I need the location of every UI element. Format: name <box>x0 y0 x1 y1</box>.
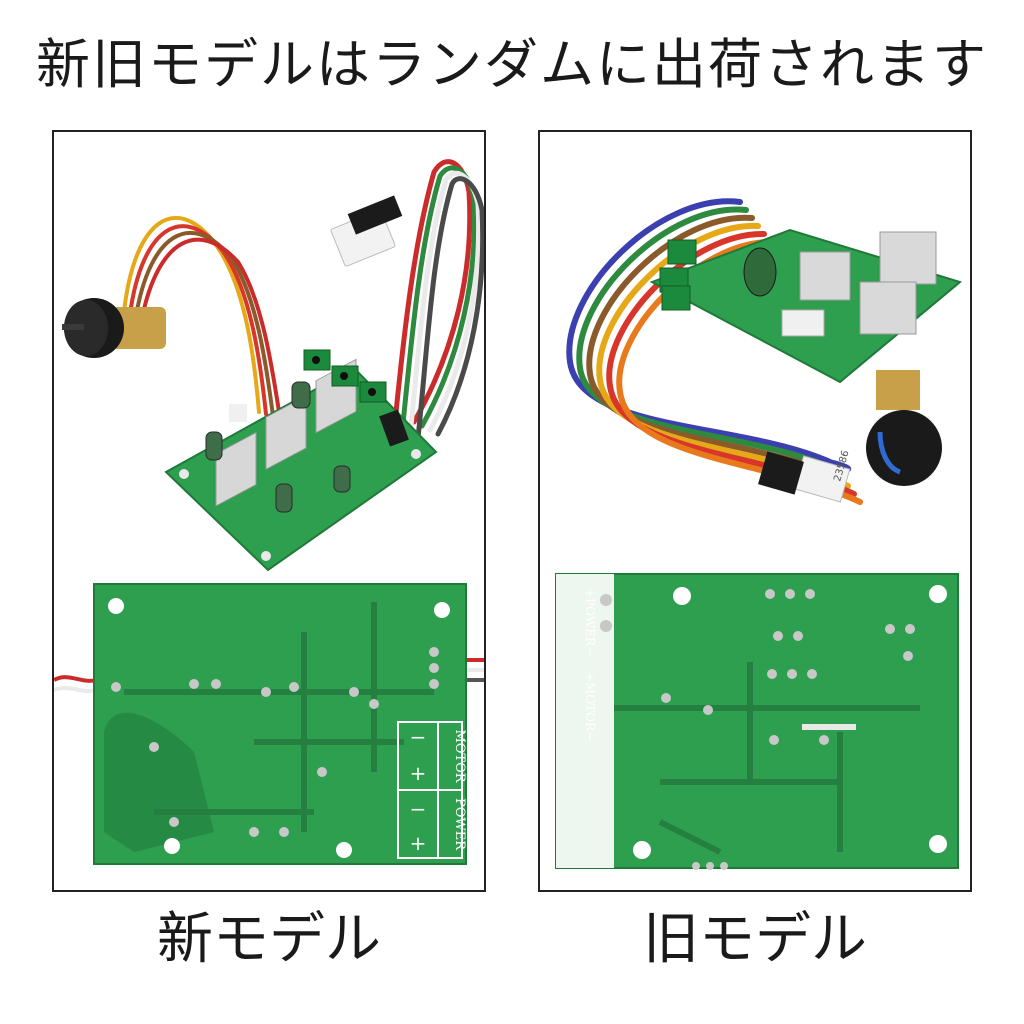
page-title: 新旧モデルはランダムに出荷されます <box>36 33 988 96</box>
silk-motor-label: +MOTOR− <box>583 672 597 741</box>
silk-power-label: +POWER− <box>583 588 597 656</box>
silk-plus-bottom: + <box>410 831 427 855</box>
old-connector: 23586 <box>758 449 852 503</box>
top-connector <box>330 195 403 267</box>
silk-minus-top: − <box>410 725 427 749</box>
connector-wire-bundle <box>391 159 484 441</box>
potentiometer-knob <box>62 298 166 358</box>
potentiometer-wires <box>122 215 282 420</box>
old-model-caption: 旧モデル <box>643 907 867 972</box>
silk-plus-top: + <box>410 761 427 785</box>
old-model-photo: 23586 <box>555 198 963 870</box>
old-potentiometer-knob <box>866 370 942 486</box>
old-model-pcb-top <box>649 228 963 384</box>
silk-minus-bottom: − <box>410 797 427 821</box>
old-model-pcb-bottom: +POWER− +MOTOR− <box>555 573 959 870</box>
new-model-pcb-top <box>164 349 438 572</box>
old-model-photo-panel: 23586 <box>538 130 972 892</box>
new-model-caption: 新モデル <box>157 907 381 972</box>
new-model-pcb-bottom: − + − + MOTOR POWER <box>54 583 484 865</box>
silk-power-label: POWER <box>452 798 467 851</box>
new-model-photo-panel: − + − + MOTOR POWER <box>52 130 486 892</box>
silk-motor-label: MOTOR <box>452 729 467 783</box>
terminal-silkscreen: − + − + MOTOR POWER <box>397 721 467 859</box>
old-silkscreen-labels: +POWER− +MOTOR− <box>583 588 597 741</box>
new-model-photo: − + − + MOTOR POWER <box>54 159 484 865</box>
